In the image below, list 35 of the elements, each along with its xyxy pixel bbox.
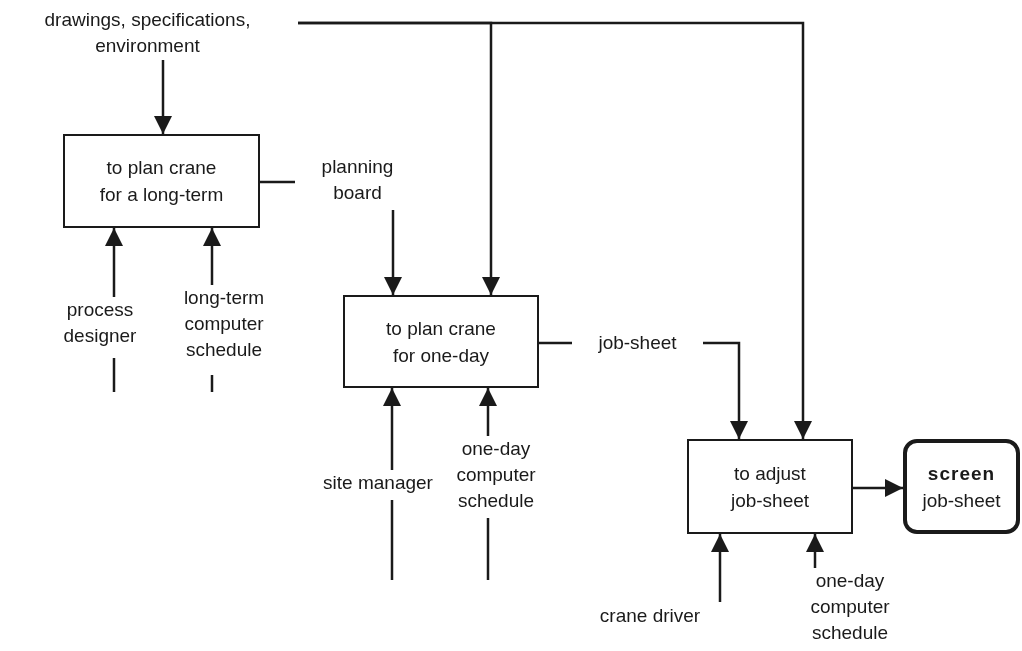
flow-label: site manager — [318, 470, 438, 500]
box-label: job-sheet — [922, 488, 1001, 513]
flow-label: crane driver — [590, 602, 710, 630]
flow-label: planning board — [295, 150, 420, 210]
box-heading: screen — [927, 461, 996, 486]
process-box — [343, 295, 539, 388]
connector-line — [486, 518, 490, 580]
arrow — [479, 388, 497, 436]
connector-line — [210, 375, 214, 392]
arrow — [806, 534, 824, 568]
arrow — [853, 479, 903, 497]
arrow — [203, 228, 221, 285]
process-box — [63, 134, 260, 228]
flow-label: drawings, specifications, environment — [5, 6, 290, 60]
box-label: to adjust job-sheet — [729, 461, 811, 513]
flow-label: one-day computer schedule — [440, 436, 552, 518]
arrow — [711, 534, 729, 602]
connector-line — [260, 180, 295, 184]
flow-label: long-term computer schedule — [165, 285, 283, 375]
arrow — [154, 60, 172, 134]
flow-label: one-day computer schedule — [790, 568, 910, 650]
connector-line — [390, 500, 394, 580]
arrow — [105, 228, 123, 297]
arrow — [384, 210, 402, 295]
arrow — [383, 388, 401, 470]
flow-label: process designer — [45, 297, 155, 358]
box-label: to plan crane for one-day — [385, 316, 497, 368]
connector-line — [112, 358, 116, 392]
box-label: to plan crane for a long-term — [98, 156, 225, 207]
process-box — [687, 439, 853, 534]
connector-line — [539, 341, 572, 345]
arrow — [298, 21, 812, 439]
flow-label: job-sheet — [572, 328, 703, 358]
output-box — [903, 439, 1020, 534]
arrow — [703, 341, 748, 439]
